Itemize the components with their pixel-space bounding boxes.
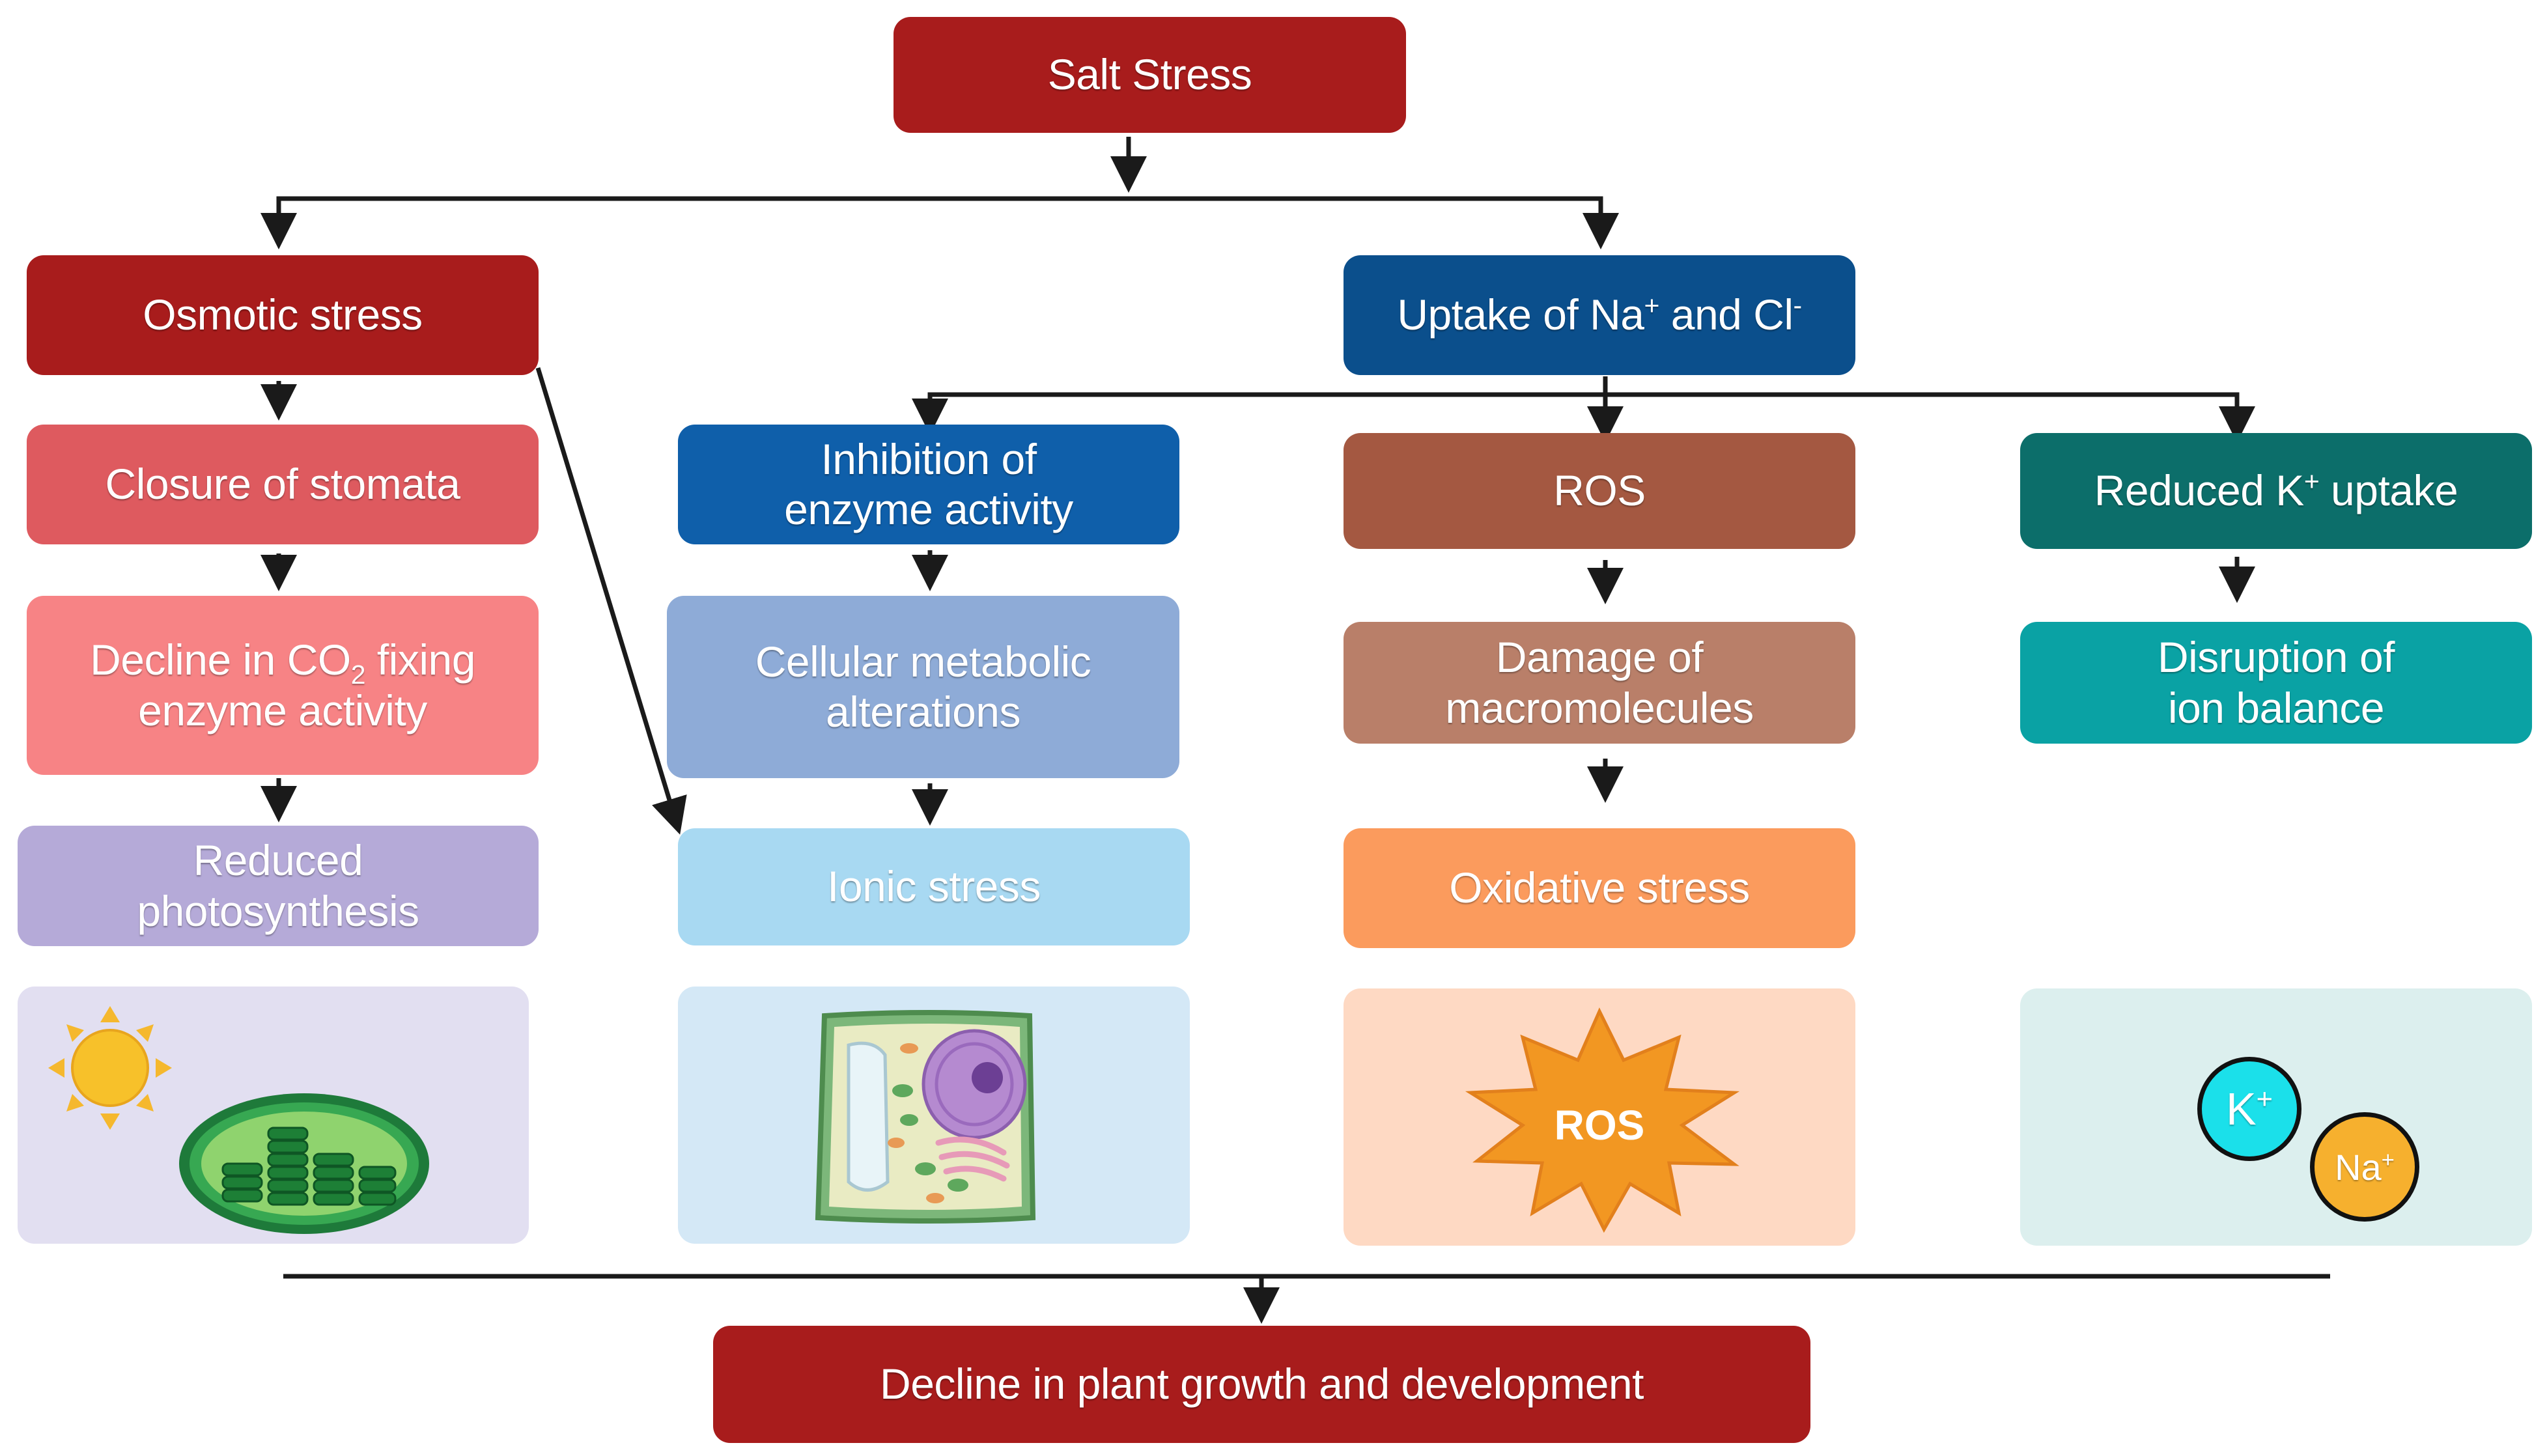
- disruption-ion-balance-box: Disruption of ion balance: [2020, 622, 2532, 744]
- decline-co2-box: Decline in CO2 fixing enzyme activity: [27, 596, 539, 775]
- cellular-metabolic-box: Cellular metabolic alterations: [667, 596, 1179, 778]
- reduced-k-uptake-label: Reduced K+ uptake: [2094, 466, 2458, 516]
- reduced-k-uptake-box: Reduced K+ uptake: [2020, 433, 2532, 549]
- reduced-photosynthesis-label: Reduced photosynthesis: [137, 835, 419, 936]
- plant-cell-icon: [815, 1010, 1036, 1224]
- ros-burst-label: ROS: [1555, 1102, 1645, 1149]
- salt-stress-label: Salt Stress: [1047, 50, 1252, 99]
- k-ion-charge: +: [2256, 1084, 2273, 1115]
- inhibition-enzyme-label: Inhibition of enzyme activity: [784, 434, 1073, 535]
- sun-icon: [48, 1006, 172, 1130]
- uptake-na-cl-label: Uptake of Na+ and Cl-: [1397, 290, 1803, 340]
- reduced-k-sup: +: [2303, 466, 2320, 497]
- uptake-text-b: and Cl: [1659, 290, 1794, 339]
- ros-box: ROS: [1344, 433, 1855, 549]
- damage-macromolecules-label: Damage of macromolecules: [1445, 632, 1754, 733]
- decline-growth-box: Decline in plant growth and development: [713, 1326, 1810, 1443]
- oxidative-stress-label: Oxidative stress: [1449, 863, 1750, 912]
- arrow-osmotic-to-ionic: [535, 367, 687, 835]
- potassium-ion-icon: K+: [2197, 1057, 2301, 1161]
- inhibition-line1: Inhibition of: [821, 434, 1037, 483]
- damage-line2: macromolecules: [1445, 683, 1754, 732]
- ros-label: ROS: [1553, 466, 1646, 515]
- damage-macromolecules-box: Damage of macromolecules: [1344, 622, 1855, 744]
- disruption-ion-balance-label: Disruption of ion balance: [2158, 632, 2395, 733]
- uptake-text-a: Uptake of Na: [1397, 290, 1644, 339]
- ion-illustration-panel: K+ Na+: [2020, 988, 2532, 1246]
- connector-uptake-split: [927, 392, 2240, 420]
- k-ion-symbol: K: [2225, 1084, 2257, 1134]
- decline-co2-text-a: Decline in CO: [90, 636, 351, 684]
- osmotic-stress-box: Osmotic stress: [27, 255, 539, 375]
- cell-illustration-panel: [678, 987, 1190, 1244]
- chloroplast-icon: [179, 1093, 429, 1234]
- reduced-k-text-a: Reduced K: [2094, 466, 2305, 515]
- ionic-stress-box: Ionic stress: [678, 828, 1190, 945]
- cellular-line2: alterations: [825, 688, 1021, 736]
- decline-co2-label: Decline in CO2 fixing enzyme activity: [90, 635, 475, 735]
- reduced-photo-line2: photosynthesis: [137, 886, 419, 935]
- inhibition-enzyme-box: Inhibition of enzyme activity: [678, 425, 1179, 544]
- cellular-metabolic-label: Cellular metabolic alterations: [755, 637, 1091, 737]
- closure-stomata-label: Closure of stomata: [105, 460, 460, 509]
- disruption-line1: Disruption of: [2157, 633, 2395, 682]
- ros-burst-icon: ROS: [1465, 1007, 1740, 1233]
- closure-stomata-box: Closure of stomata: [27, 425, 539, 544]
- reduced-k-text-b: uptake: [2319, 466, 2458, 515]
- disruption-line2: ion balance: [2167, 683, 2385, 732]
- ros-illustration-panel: ROS: [1344, 988, 1855, 1246]
- decline-growth-label: Decline in plant growth and development: [880, 1360, 1644, 1408]
- uptake-na-cl-box: Uptake of Na+ and Cl-: [1344, 255, 1855, 375]
- cellular-line1: Cellular metabolic: [755, 637, 1091, 686]
- connector-top-split: [276, 196, 1603, 236]
- decline-co2-sub: 2: [350, 660, 366, 690]
- decline-co2-text-b: fixing: [365, 636, 476, 684]
- photosynthesis-illustration: [48, 1006, 429, 1234]
- reduced-photosynthesis-box: Reduced photosynthesis: [18, 826, 539, 946]
- ionic-stress-label: Ionic stress: [827, 862, 1041, 911]
- inhibition-line2: enzyme activity: [784, 485, 1073, 533]
- na-ion-symbol: Na: [2335, 1146, 2382, 1188]
- decline-co2-line2: enzyme activity: [138, 686, 427, 735]
- uptake-sup-minus: -: [1793, 290, 1803, 321]
- reduced-photo-line1: Reduced: [193, 836, 363, 885]
- photosynthesis-illustration-panel: [18, 987, 529, 1244]
- sodium-ion-icon: Na+: [2310, 1112, 2419, 1222]
- uptake-sup-plus: +: [1644, 290, 1660, 321]
- oxidative-stress-box: Oxidative stress: [1344, 828, 1855, 948]
- damage-line1: Damage of: [1495, 633, 1704, 682]
- salt-stress-box: Salt Stress: [894, 17, 1406, 133]
- osmotic-stress-label: Osmotic stress: [143, 290, 423, 339]
- na-ion-charge: +: [2381, 1147, 2395, 1172]
